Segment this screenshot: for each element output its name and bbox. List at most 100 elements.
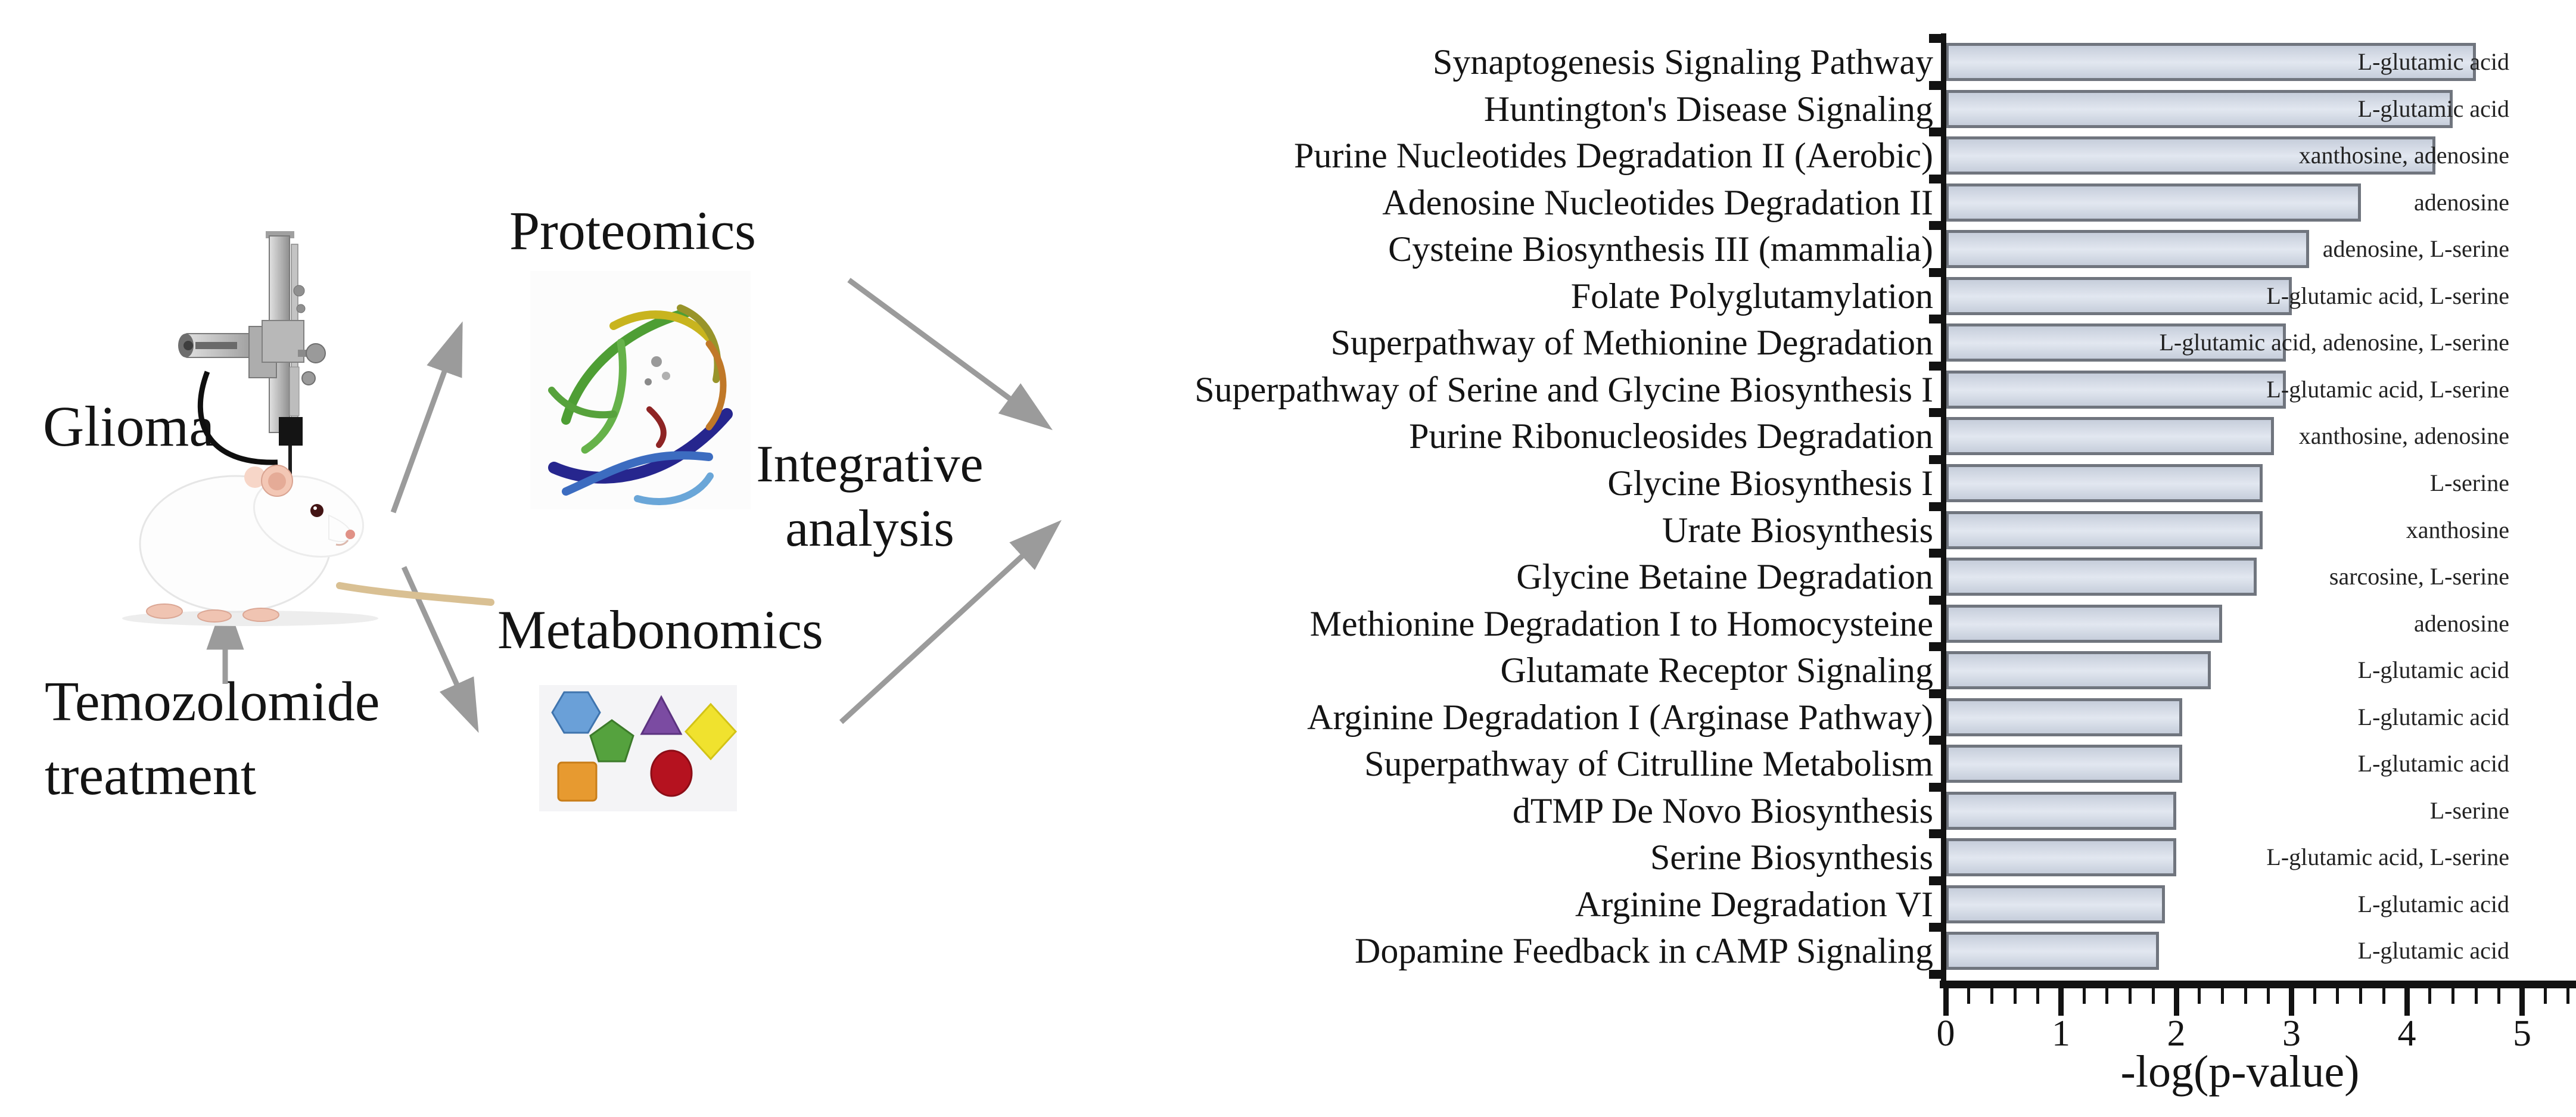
bar (1946, 370, 2286, 409)
metabolite-annotation: L-glutamic acid, L-serine (2266, 282, 2509, 309)
bar (1946, 183, 2361, 222)
pathway-label: Methionine Degradation I to Homocysteine (1309, 603, 1933, 643)
bar (1946, 463, 2263, 502)
y-axis-tick (1929, 829, 1942, 839)
bar (1946, 791, 2176, 830)
x-tick-label: 4 (2397, 1013, 2416, 1054)
pathway-label: Huntington's Disease Signaling (1483, 89, 1933, 129)
pathway-label: Glycine Biosynthesis I (1607, 463, 1933, 503)
y-axis-tick (1929, 502, 1942, 511)
x-tick-minor (1990, 988, 1993, 1004)
x-tick-minor (2105, 988, 2109, 1004)
pathway-label: Purine Ribonucleosides Degradation (1409, 416, 1933, 456)
metabolite-annotation: L-glutamic acid (2357, 890, 2509, 917)
bar (1946, 885, 2165, 923)
x-tick-label: 2 (2167, 1013, 2186, 1054)
x-tick-minor (2451, 988, 2454, 1004)
metabolite-annotation: L-glutamic acid (2357, 937, 2509, 964)
square-icon (557, 761, 598, 802)
pathway-label: Adenosine Nucleotides Degradation II (1382, 182, 1933, 222)
x-tick-major (2173, 988, 2179, 1016)
pathway-label: dTMP De Novo Biosynthesis (1512, 791, 1933, 830)
y-axis-tick (1929, 34, 1942, 43)
x-tick-minor (2244, 988, 2247, 1004)
metabolite-annotation: L-serine (2429, 469, 2509, 496)
y-axis-tick (1929, 361, 1942, 371)
x-tick-major (2058, 988, 2064, 1016)
bar (1946, 838, 2176, 877)
metabolite-annotation: L-glutamic acid (2357, 48, 2509, 75)
x-tick-minor (2198, 988, 2201, 1004)
x-tick-minor (2151, 988, 2155, 1004)
y-axis-tick (1929, 455, 1942, 464)
metabolite-annotation: xanthosine (2406, 516, 2509, 543)
integrative-analysis-label-line1: Integrative (756, 435, 984, 493)
bar (1946, 136, 2436, 175)
x-tick-minor (2497, 988, 2501, 1004)
y-axis-tick (1929, 549, 1942, 558)
x-tick-minor (2267, 988, 2270, 1004)
x-tick-label: 1 (2052, 1013, 2070, 1054)
arrow-rat-to-proteomics (390, 321, 463, 514)
pathway-label: Urate Biosynthesis (1662, 510, 1933, 550)
metabolite-annotation: xanthosine, adenosine (2298, 422, 2509, 450)
metabolite-annotation: L-glutamic acid, L-serine (2266, 844, 2509, 871)
bar (1946, 230, 2309, 269)
y-axis (1941, 33, 1946, 988)
metabolite-shapes-icon (539, 685, 737, 811)
y-axis-tick (1929, 315, 1942, 324)
x-tick-label: 0 (1936, 1013, 1955, 1054)
x-tick-minor (2313, 988, 2316, 1004)
bar (1946, 276, 2292, 315)
arrow-proteomics-to-chart (847, 278, 1053, 431)
integrative-analysis-label-line2: analysis (785, 500, 954, 558)
y-axis-tick (1929, 923, 1942, 932)
hexagon-icon (551, 691, 601, 734)
y-axis-tick (1929, 782, 1942, 792)
pathway-label: Cysteine Biosynthesis III (mammalia) (1388, 229, 1933, 269)
pathway-label: Folate Polyglutamylation (1570, 276, 1933, 316)
metabolite-annotation: sarcosine, L-serine (2329, 563, 2509, 590)
stereotaxic-apparatus-icon (178, 231, 326, 518)
y-axis-tick (1929, 595, 1942, 605)
metabolite-annotation: L-glutamic acid (2357, 656, 2509, 684)
x-tick-minor (2013, 988, 2017, 1004)
x-axis-title: -log(p-value) (2120, 1047, 2360, 1097)
pathway-label: Glutamate Receptor Signaling (1500, 651, 1933, 690)
y-axis-tick (1929, 642, 1942, 652)
pathway-label: Dopamine Feedback in cAMP Signaling (1355, 931, 1933, 971)
pathway-label: Arginine Degradation I (Arginase Pathway… (1307, 697, 1933, 737)
pathway-label: Serine Biosynthesis (1650, 838, 1933, 878)
pathway-label: Superpathway of Methionine Degradation (1330, 323, 1933, 363)
x-tick-major (1943, 988, 1949, 1016)
x-tick-label: 3 (2282, 1013, 2301, 1054)
bar (1946, 43, 2477, 81)
arrow-metabonomics-to-chart (839, 519, 1062, 724)
proteomics-label: Proteomics (509, 200, 756, 261)
pentagon-icon (589, 719, 634, 763)
circle-icon (650, 749, 693, 797)
bar (1946, 745, 2182, 783)
metabolite-annotation: adenosine (2414, 609, 2509, 637)
bar (1946, 89, 2453, 128)
bar (1946, 323, 2286, 362)
x-tick-minor (2082, 988, 2086, 1004)
treatment-label-line2: treatment (45, 745, 256, 807)
metabolite-annotation: L-serine (2429, 796, 2509, 824)
pathway-label: Superpathway of Citrulline Metabolism (1364, 744, 1933, 784)
y-axis-tick (1929, 689, 1942, 698)
x-tick-minor (2129, 988, 2132, 1004)
metabolite-annotation: adenosine (2414, 188, 2509, 216)
bar (1946, 932, 2159, 970)
x-tick-minor (2359, 988, 2363, 1004)
x-tick-minor (2382, 988, 2385, 1004)
x-tick-major (2404, 988, 2410, 1016)
pathway-label: Arginine Degradation VI (1575, 884, 1933, 924)
pathway-label: Superpathway of Serine and Glycine Biosy… (1194, 369, 1933, 409)
metabolite-annotation: L-glutamic acid, L-serine (2266, 375, 2509, 403)
metabolite-annotation: L-glutamic acid, adenosine, L-serine (2159, 329, 2509, 356)
diamond-icon (684, 702, 737, 761)
triangle-icon (640, 695, 683, 735)
metabolite-annotation: L-glutamic acid (2357, 750, 2509, 777)
